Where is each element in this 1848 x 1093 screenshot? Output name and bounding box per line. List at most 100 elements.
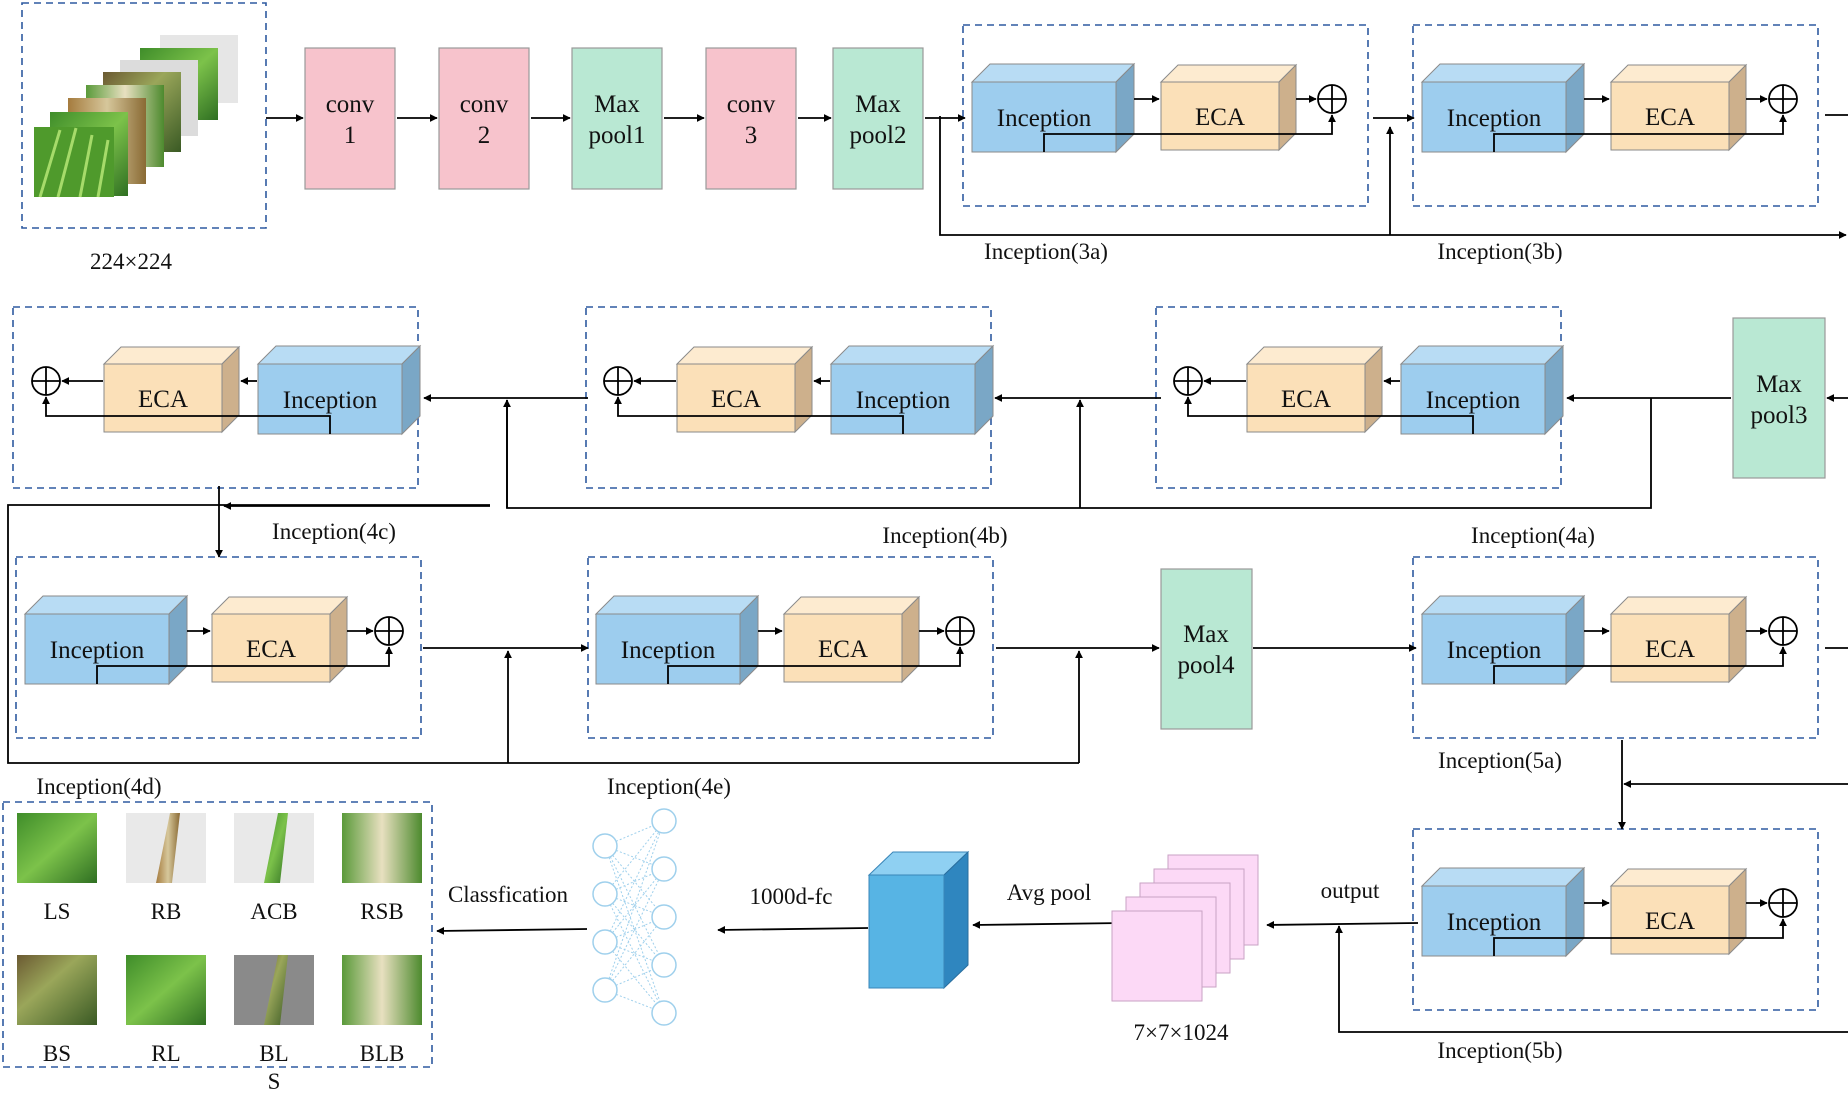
class-tile: BLB xyxy=(342,955,422,1066)
class-leaf-image xyxy=(17,813,97,883)
class-leaf-image xyxy=(342,955,422,1025)
conv2-block: conv 2 xyxy=(438,47,530,190)
class-tile: RB xyxy=(126,813,206,924)
conv3-block: conv 3 xyxy=(705,47,797,190)
stem-blocks: conv 1 conv 2 Max pool1 conv 3 Max pool2 xyxy=(304,47,924,190)
class-label: ACB xyxy=(250,899,297,924)
inception-label: Inception xyxy=(856,387,951,414)
inception-label: Inception xyxy=(1426,387,1521,414)
nn-node xyxy=(651,1000,677,1026)
eca-label: ECA xyxy=(1281,386,1331,413)
eca-block xyxy=(1609,867,1748,956)
conv3-label: conv xyxy=(727,91,776,118)
label-inception-3b: Inception(3b) xyxy=(1437,239,1562,264)
conv1-label: conv xyxy=(326,91,375,118)
fc-block xyxy=(867,850,970,990)
eca-label: ECA xyxy=(1645,104,1695,131)
module-arrows xyxy=(1493,627,1787,684)
maxpool2-block: Max pool2 xyxy=(832,47,924,190)
class-leaf-image xyxy=(126,955,206,1025)
eca-label: ECA xyxy=(246,636,296,663)
class-tile: BLS xyxy=(234,955,314,1093)
eca-block xyxy=(675,345,814,434)
module-inception-5a: Inception ECA xyxy=(1412,556,1819,739)
add-node-icon xyxy=(1317,84,1347,114)
inception-label: Inception xyxy=(1447,637,1542,664)
eca-block xyxy=(102,345,241,434)
feature-size-label: 7×7×1024 xyxy=(1134,1020,1229,1045)
module-arrows xyxy=(1043,95,1336,152)
eca-block xyxy=(1609,595,1748,684)
module-arrows xyxy=(667,627,964,684)
inception-label: Inception xyxy=(50,637,145,664)
label-inception-5a: Inception(5a) xyxy=(1438,748,1562,773)
inception-label: Inception xyxy=(283,387,378,414)
module-inception-3b: Inception ECA xyxy=(1412,24,1819,207)
module-arrows xyxy=(1493,899,1787,956)
label-inception-3a: Inception(3a) xyxy=(984,239,1108,264)
inception-label: Inception xyxy=(1447,909,1542,936)
class-tile: RL xyxy=(126,955,206,1066)
eca-label: ECA xyxy=(1645,636,1695,663)
conv3-index: 3 xyxy=(745,122,758,149)
connection-lines xyxy=(7,114,1848,1033)
module-dashed-box xyxy=(1412,828,1819,1011)
module-arrows xyxy=(1493,95,1787,152)
module-arrows xyxy=(1184,377,1474,434)
label-inception-4d: Inception(4d) xyxy=(36,774,161,799)
add-node-icon xyxy=(1173,366,1203,396)
fc-label: 1000d-fc xyxy=(749,884,832,909)
module-arrows xyxy=(614,377,904,434)
classification-label: Classfication xyxy=(448,882,569,907)
eca-block xyxy=(210,595,349,684)
maxpool3-label: Max xyxy=(1756,371,1802,398)
group-labels: Inception(3a) Inception(3b) Inception(4c… xyxy=(36,239,1595,1063)
add-node-icon xyxy=(945,616,975,646)
label-inception-4c: Inception(4c) xyxy=(272,519,396,544)
module-arrows xyxy=(96,627,393,684)
maxpool1-label: Max xyxy=(594,91,640,118)
input-leaf-veins xyxy=(38,127,110,198)
eca-label: ECA xyxy=(1195,104,1245,131)
module-inception-5b: Inception ECA xyxy=(1412,828,1819,1011)
class-label: BL xyxy=(259,1041,288,1066)
eca-label: ECA xyxy=(818,636,868,663)
maxpool2-label: Max xyxy=(855,91,901,118)
input-size-label: 224×224 xyxy=(90,249,172,274)
maxpool1-block: Max pool1 xyxy=(571,47,663,190)
class-label: RB xyxy=(151,899,182,924)
module-inception-4a: Inception ECA xyxy=(1155,306,1565,489)
inception-label: Inception xyxy=(1447,105,1542,132)
nn-node xyxy=(651,952,677,978)
inception-block xyxy=(829,344,995,436)
nn-node xyxy=(592,833,618,859)
nn-node xyxy=(592,881,618,907)
class-label: BS xyxy=(43,1041,71,1066)
inception-block xyxy=(256,344,422,436)
label-inception-4e: Inception(4e) xyxy=(607,774,731,799)
input-image-stack: 224×224 xyxy=(21,2,267,274)
eca-label: ECA xyxy=(1645,908,1695,935)
conv2-label: conv xyxy=(460,91,509,118)
add-node-icon xyxy=(1768,84,1798,114)
class-tile: LS xyxy=(17,813,97,924)
class-leaf-image xyxy=(342,813,422,883)
class-tile: ACB xyxy=(234,813,314,924)
avg-pool-label: Avg pool xyxy=(1007,880,1092,905)
maxpool4-index: pool4 xyxy=(1178,652,1235,679)
nn-node xyxy=(651,856,677,882)
nn-node xyxy=(592,929,618,955)
class-label: BLB xyxy=(360,1041,405,1066)
label-inception-5b: Inception(5b) xyxy=(1437,1038,1562,1063)
input-dashed-box xyxy=(21,2,267,229)
output-label: output xyxy=(1321,878,1380,903)
conv2-index: 2 xyxy=(478,122,491,149)
eca-block xyxy=(782,595,921,684)
